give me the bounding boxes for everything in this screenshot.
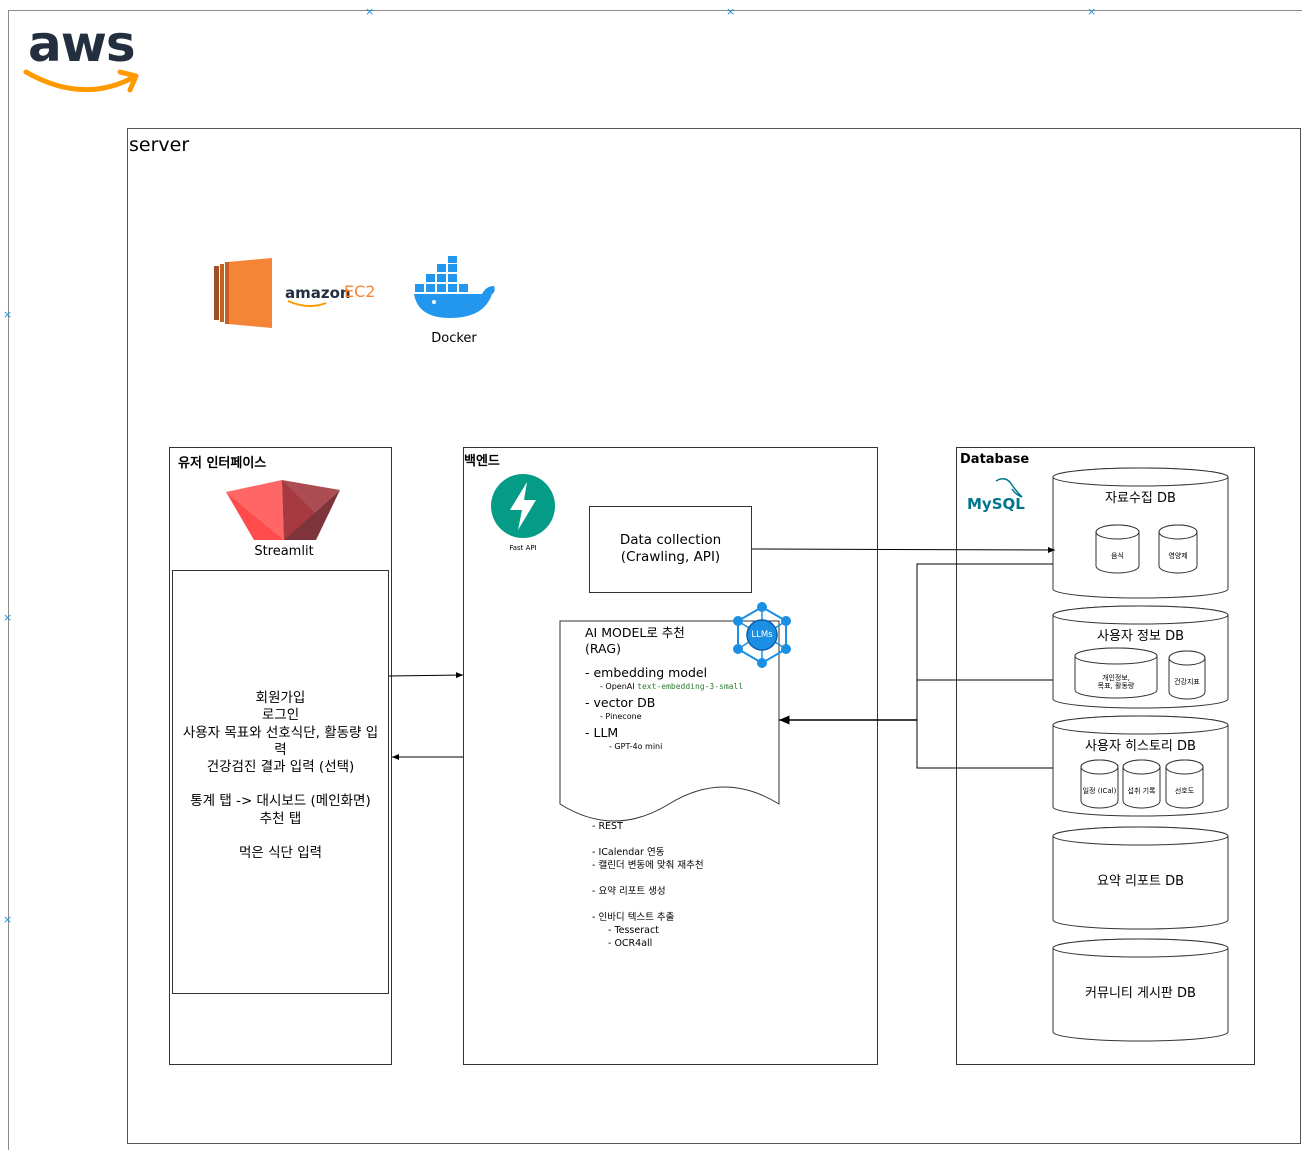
ai-model-title: AI MODEL로 추천	[585, 625, 685, 640]
connection-point-marker: ×	[3, 913, 13, 926]
streamlit-logo: Streamlit	[224, 478, 344, 563]
streamlit-crown-icon	[226, 480, 340, 540]
ui-features-list: 회원가입 로그인 사용자 목표와 선호식단, 활동량 입 력 건강검진 결과 입…	[172, 690, 389, 862]
aws-logo-text: aws	[28, 15, 136, 73]
ui-feature-item: 건강검진 결과 입력 (선택)	[206, 759, 355, 776]
docker-whale-icon	[414, 256, 495, 318]
llm-item: - LLM	[585, 725, 619, 740]
ai-model-subtitle: (RAG)	[585, 641, 621, 656]
llms-badge: LLMs	[730, 601, 794, 669]
ui-feature-spacer	[172, 828, 389, 845]
fastapi-logo: Fast API	[490, 474, 558, 559]
data-collection-line1: Data collection	[619, 532, 722, 548]
ui-feature-item: 먹은 식단 입력	[238, 845, 323, 862]
ui-feature-item: 회원가입	[255, 690, 306, 706]
icalendar-item: - ICalendar 연동	[592, 847, 665, 858]
embedding-model-item: - embedding model	[585, 665, 708, 680]
tesseract-item: - Tesseract	[608, 925, 659, 936]
aws-logo: aws	[22, 16, 147, 96]
summary-report-item: - 요약 리포트 생성	[592, 886, 666, 897]
llm-network-icon	[733, 602, 791, 668]
docker-logo: Docker	[410, 256, 500, 351]
embedding-model-sub: - OpenAI text-embedding-3-small	[600, 681, 785, 693]
backend-title: 백엔드	[464, 454, 500, 469]
ui-feature-item: 력	[274, 741, 287, 758]
ui-feature-spacer	[172, 776, 389, 793]
llm-sub: - GPT-4o mini	[609, 742, 663, 751]
ui-feature-item: 로그인	[261, 707, 300, 724]
ai-model-document-shape	[559, 620, 780, 822]
calendar-rerecommend-item: - 캘린더 변동에 맞춰 재추천	[592, 860, 704, 871]
ec2-logo: amazon EC2	[214, 258, 384, 328]
ec2-product-text: EC2	[344, 282, 376, 301]
data-collection-box	[589, 506, 752, 593]
amazon-smile-icon	[287, 300, 327, 307]
ui-feature-item: 추천 탭	[259, 810, 302, 827]
mysql-label: MySQL	[967, 495, 1025, 513]
ai-model-content: AI MODEL로 추천 (RAG) - embedding model - O…	[585, 625, 785, 753]
database-panel	[956, 447, 1255, 1065]
aws-frame-top-border	[8, 10, 1302, 11]
inbody-extract-item: - 인바디 텍스트 추출	[592, 912, 675, 923]
mysql-dolphin-icon	[995, 478, 1023, 498]
ocr4all-item: - OCR4all	[608, 938, 653, 949]
aws-frame-left-border	[8, 10, 9, 1150]
fastapi-label: Fast API	[509, 544, 537, 552]
ui-features-box	[172, 570, 389, 994]
connection-point-marker: ×	[1087, 5, 1097, 18]
docker-label: Docker	[431, 331, 477, 346]
data-collection-text: Data collection (Crawling, API)	[589, 532, 752, 566]
ui-feature-item: 통계 탭 -> 대시보드 (메인화면)	[190, 793, 371, 810]
ec2-brand-text: amazon	[285, 284, 351, 302]
connection-point-marker: ×	[3, 611, 13, 624]
fastapi-bolt-icon	[491, 474, 555, 538]
connection-point-marker: ×	[726, 5, 736, 18]
connection-point-marker: ×	[3, 308, 13, 321]
ec2-icon	[214, 258, 272, 328]
database-title: Database	[960, 452, 1030, 467]
streamlit-label: Streamlit	[254, 544, 314, 559]
connection-point-marker: ×	[365, 5, 375, 18]
user-interface-title: 유저 인터페이스	[178, 456, 267, 471]
aws-smile-icon	[23, 69, 139, 93]
backend-extras-list: - REST - ICalendar 연동 - 캘린더 변동에 맞춰 재추천 -…	[592, 820, 704, 950]
embedding-provider: - OpenAI	[600, 682, 638, 691]
vector-db-item: - vector DB	[585, 695, 656, 710]
mysql-logo: MySQL	[966, 475, 1026, 515]
rest-item: - REST	[592, 821, 623, 832]
server-label: server	[129, 134, 190, 156]
vector-db-sub: - Pinecone	[600, 712, 642, 721]
data-collection-line2: (Crawling, API)	[620, 549, 721, 565]
ui-feature-item: 사용자 목표와 선호식단, 활동량 입	[182, 724, 379, 741]
llms-badge-label: LLMs	[751, 630, 773, 640]
embedding-model-code: text-embedding-3-small	[637, 682, 744, 691]
